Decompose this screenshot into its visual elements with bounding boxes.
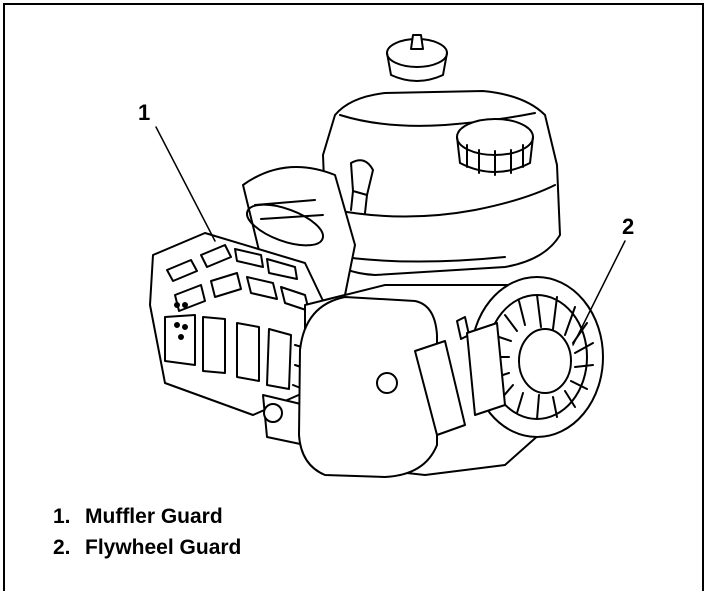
figure-frame: 1 2 1. Muffler Guard 2. Flywheel Guard	[3, 3, 704, 591]
fuel-cap	[456, 118, 534, 176]
legend-number: 1.	[53, 505, 71, 528]
side-cover	[298, 296, 470, 478]
engine-illustration	[149, 34, 626, 478]
callout-2: 2	[622, 214, 635, 239]
legend-number: 2.	[53, 536, 71, 559]
muffler-guard	[149, 232, 326, 416]
oil-cap	[386, 34, 448, 82]
flywheel-guard	[466, 276, 604, 438]
callout-1: 1	[138, 100, 151, 125]
legend: 1. Muffler Guard 2. Flywheel Guard	[53, 501, 241, 563]
legend-text: Muffler Guard	[85, 505, 223, 528]
callout-1-leader	[155, 126, 216, 242]
callout-2-leader	[572, 240, 626, 346]
legend-item-muffler-guard: 1. Muffler Guard	[53, 501, 241, 532]
legend-text: Flywheel Guard	[85, 536, 242, 559]
legend-item-flywheel-guard: 2. Flywheel Guard	[53, 532, 241, 563]
